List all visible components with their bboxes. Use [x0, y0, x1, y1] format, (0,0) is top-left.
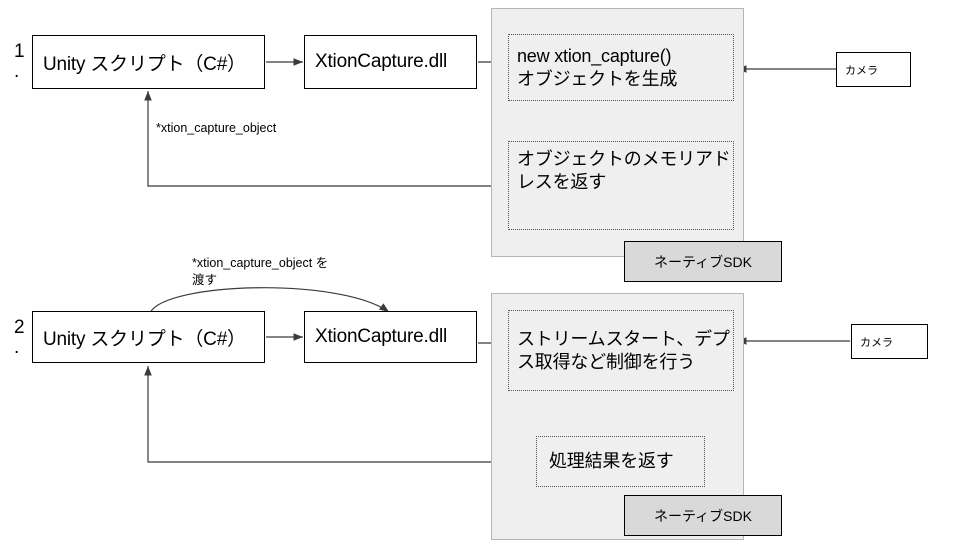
native-sdk-label-1: ネーティブSDK [654, 253, 752, 270]
edge-return-to-unity-1 [144, 91, 510, 187]
xtioncapture-dll-box-1[interactable]: XtionCapture.dll [304, 35, 477, 89]
sdk-stream-control-label: ストリームスタート、デプ ス取得など制御を行う [517, 329, 730, 372]
edge-return-to-unity-2 [144, 366, 538, 463]
sdk-return-result-label: 処理結果を返す [549, 451, 674, 472]
sdk-return-result-box[interactable]: 処理結果を返す [536, 436, 705, 487]
sdk-return-address-label: オブジェクトのメモリアド レスを返す [517, 149, 731, 192]
sdk-create-object-label: new xtion_capture() オブジェクトを生成 [517, 46, 678, 89]
camera-label-2: カメラ [860, 336, 893, 349]
step-number-1: 1. [14, 41, 25, 82]
native-sdk-panel-1 [491, 8, 744, 257]
camera-box-1[interactable]: カメラ [836, 52, 911, 87]
step-number-2: 2. [14, 317, 25, 358]
native-sdk-label-box-1[interactable]: ネーティブSDK [624, 241, 782, 282]
camera-label-1: カメラ [845, 64, 878, 77]
unity-script-label-2: Unity スクリプト（C#） [43, 328, 246, 350]
native-sdk-label-box-2[interactable]: ネーティブSDK [624, 495, 782, 536]
edge-pass-object-curve-2 [149, 287, 390, 314]
unity-script-label-1: Unity スクリプト（C#） [43, 53, 246, 75]
sdk-return-address-box[interactable]: オブジェクトのメモリアド レスを返す [508, 141, 734, 230]
unity-script-box-2[interactable]: Unity スクリプト（C#） [32, 311, 265, 363]
native-sdk-label-2: ネーティブSDK [654, 507, 752, 524]
xtioncapture-dll-label-2: XtionCapture.dll [315, 326, 447, 347]
camera-box-2[interactable]: カメラ [851, 324, 928, 359]
unity-script-box-1[interactable]: Unity スクリプト（C#） [32, 35, 265, 89]
sdk-create-object-box[interactable]: new xtion_capture() オブジェクトを生成 [508, 34, 734, 101]
xtioncapture-dll-label-1: XtionCapture.dll [315, 51, 447, 72]
pass-object-label-2: *xtion_capture_object を 渡す [192, 256, 329, 287]
xtioncapture-dll-box-2[interactable]: XtionCapture.dll [304, 311, 477, 363]
return-object-label-1: *xtion_capture_object [156, 121, 277, 135]
sdk-stream-control-box[interactable]: ストリームスタート、デプ ス取得など制御を行う [508, 310, 734, 391]
